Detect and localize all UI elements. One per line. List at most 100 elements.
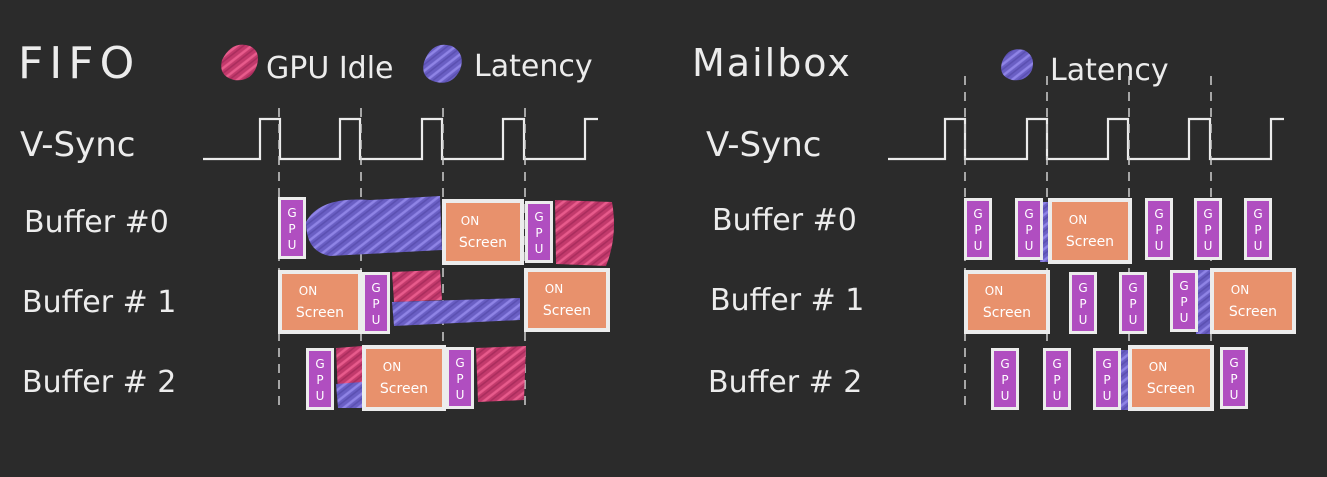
mailbox-panel: Mailbox Latency V-Sync Buffer #0 Buffer …	[692, 41, 1296, 412]
svg-text:G: G	[1052, 357, 1061, 371]
svg-text:ON: ON	[1149, 360, 1167, 374]
mailbox-buffer1-gpu-block: G P U	[1069, 272, 1097, 334]
gpu-idle-region	[555, 200, 614, 266]
latency-region	[336, 382, 362, 408]
mailbox-buffer2-on-screen-block: ON Screen	[1128, 345, 1214, 411]
mailbox-buffer2-gpu-block: G P U	[1093, 348, 1121, 410]
buffer2-label: Buffer # 2	[708, 365, 862, 400]
latency-region	[392, 298, 520, 326]
svg-text:U: U	[1180, 311, 1189, 325]
svg-text:Screen: Screen	[983, 305, 1031, 321]
svg-text:P: P	[1001, 373, 1008, 387]
svg-text:P: P	[456, 372, 463, 386]
svg-text:ON: ON	[985, 284, 1003, 298]
svg-text:G: G	[1078, 281, 1087, 295]
svg-text:U: U	[1025, 239, 1034, 253]
svg-text:U: U	[1155, 239, 1164, 253]
buffer1-label: Buffer # 1	[22, 285, 176, 320]
svg-text:P: P	[535, 226, 542, 240]
buffer0-label: Buffer #0	[24, 205, 169, 240]
svg-text:P: P	[1230, 372, 1237, 386]
svg-text:U: U	[1053, 389, 1062, 403]
svg-text:G: G	[1203, 207, 1212, 221]
svg-text:G: G	[455, 356, 464, 370]
latency-legend-label: Latency	[474, 49, 593, 84]
fifo-legend: GPU Idle Latency	[221, 44, 593, 86]
fifo-buffer1-on-screen-block: ON Screen	[524, 268, 610, 332]
latency-region	[1196, 270, 1212, 334]
svg-text:ON: ON	[1069, 213, 1087, 227]
svg-text:U: U	[1204, 239, 1213, 253]
fifo-buffer0-on-screen-block: ON Screen	[442, 199, 524, 265]
svg-text:U: U	[1129, 313, 1138, 327]
mailbox-buffer2-gpu-block: G P U	[991, 348, 1019, 410]
fifo-panel: FIFO GPU Idle Latency V-Sync Buffer #0 B…	[18, 38, 614, 412]
mailbox-buffer1-gpu-block: G P U	[1119, 272, 1147, 334]
svg-text:ON: ON	[461, 214, 479, 228]
latency-swatch	[423, 44, 462, 83]
mailbox-buffer1-gpu-block: G P U	[1170, 270, 1198, 332]
mailbox-buffer0-on-screen-block: ON Screen	[1048, 198, 1132, 264]
fifo-title: FIFO	[18, 38, 140, 89]
svg-text:G: G	[1102, 357, 1111, 371]
svg-text:Screen: Screen	[296, 305, 344, 321]
gpu-idle-region	[392, 270, 442, 302]
svg-text:U: U	[535, 242, 544, 256]
gpu-idle-region	[476, 346, 526, 402]
svg-text:G: G	[315, 357, 324, 371]
svg-text:U: U	[1230, 388, 1239, 402]
fifo-buffer0-gpu-block: G P U	[525, 201, 553, 263]
latency-swatch	[1001, 49, 1033, 81]
svg-text:U: U	[1254, 239, 1263, 253]
svg-text:ON: ON	[299, 284, 317, 298]
svg-text:U: U	[316, 389, 325, 403]
svg-text:G: G	[1024, 207, 1033, 221]
svg-text:G: G	[1154, 207, 1163, 221]
mailbox-buffer1-on-screen-block: ON Screen	[1210, 268, 1296, 334]
svg-text:U: U	[372, 313, 381, 327]
mailbox-legend: Latency	[1001, 49, 1169, 88]
svg-text:Screen: Screen	[1066, 234, 1114, 250]
mailbox-buffer0-gpu-block: G P U	[1194, 198, 1222, 260]
svg-text:G: G	[1229, 356, 1238, 370]
buffer2-label: Buffer # 2	[22, 365, 176, 400]
svg-text:U: U	[288, 238, 297, 252]
fifo-buffer2-gpu-block: G P U	[446, 347, 474, 409]
svg-text:P: P	[1079, 297, 1086, 311]
mailbox-buffer0-gpu-block: G P U	[1145, 198, 1173, 260]
fifo-buffer2-gpu-block: G P U	[306, 348, 334, 410]
svg-text:G: G	[1179, 279, 1188, 293]
svg-text:G: G	[287, 206, 296, 220]
svg-text:P: P	[1129, 297, 1136, 311]
gpu-idle-swatch	[221, 44, 258, 81]
svg-text:P: P	[1254, 223, 1261, 237]
svg-text:P: P	[1155, 223, 1162, 237]
mailbox-title: Mailbox	[692, 41, 852, 85]
svg-text:P: P	[316, 373, 323, 387]
svg-text:U: U	[974, 239, 983, 253]
mailbox-buffer0-gpu-block: G P U	[1244, 198, 1272, 260]
svg-text:U: U	[1103, 389, 1112, 403]
svg-text:Screen: Screen	[1229, 304, 1277, 320]
svg-text:P: P	[288, 222, 295, 236]
svg-text:P: P	[1103, 373, 1110, 387]
svg-text:P: P	[1053, 373, 1060, 387]
svg-text:G: G	[1253, 207, 1262, 221]
latency-legend-label: Latency	[1050, 53, 1169, 88]
mailbox-buffer2-gpu-block: G P U	[1220, 347, 1248, 409]
mailbox-buffer0-gpu-block: G P U	[964, 198, 992, 260]
svg-text:ON: ON	[545, 282, 563, 296]
svg-text:G: G	[973, 207, 982, 221]
fifo-buffer0-gpu-block: G P U	[278, 197, 306, 259]
gpu-idle-legend-label: GPU Idle	[266, 51, 394, 86]
latency-region	[1040, 202, 1050, 262]
vsync-waveform	[203, 117, 598, 161]
svg-text:U: U	[1079, 313, 1088, 327]
svg-text:Screen: Screen	[459, 235, 507, 251]
svg-text:G: G	[371, 281, 380, 295]
svg-text:Screen: Screen	[1147, 381, 1195, 397]
svg-text:G: G	[1000, 357, 1009, 371]
svg-text:P: P	[1180, 295, 1187, 309]
mailbox-buffer1-on-screen-block: ON Screen	[964, 270, 1050, 334]
